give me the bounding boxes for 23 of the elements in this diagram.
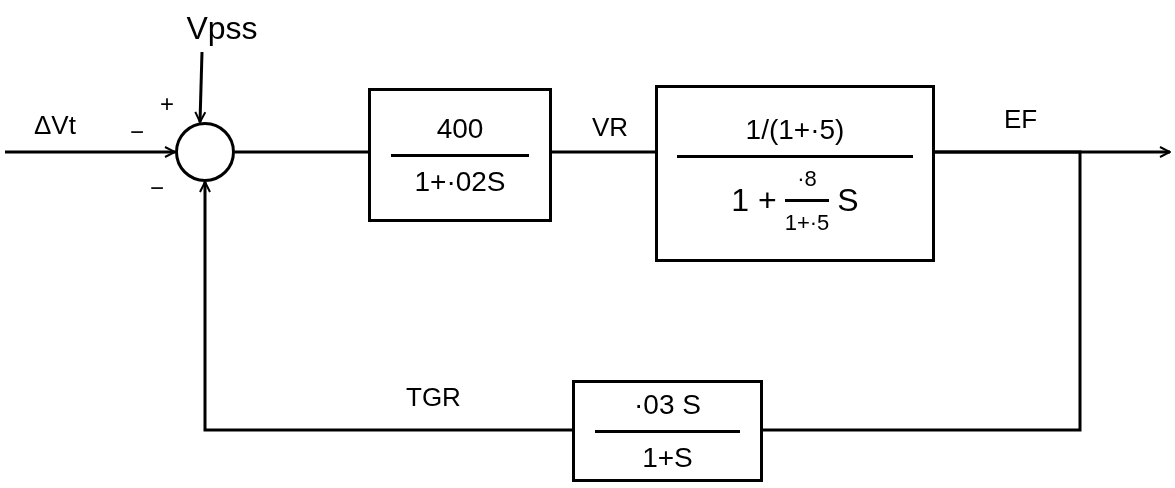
formula-text: 1+S <box>642 440 693 475</box>
transfer-function-block <box>572 380 763 482</box>
sign-label: − <box>130 120 144 144</box>
sign-label: + <box>160 92 174 116</box>
signal-line <box>235 150 368 154</box>
summing-junction <box>175 122 235 182</box>
formula-text: S <box>837 181 859 220</box>
signal-arrow <box>194 51 207 123</box>
signal-arrow <box>5 146 176 158</box>
signal-line <box>763 150 1082 432</box>
formula-text: 1+·02S <box>414 164 506 199</box>
formula-text: 1 + <box>731 181 777 220</box>
signal-arrow <box>199 181 572 432</box>
signal-line <box>552 150 655 154</box>
sign-label: − <box>150 176 164 200</box>
transfer-function-block <box>655 85 935 262</box>
formula-text: ·8 <box>797 164 817 193</box>
formula-text: 400 <box>436 111 484 146</box>
formula-text: 1/(1+·5) <box>745 112 845 147</box>
signal-label: Vpss <box>186 9 258 48</box>
formula-text: ·03 S <box>634 387 701 422</box>
formula-text: 1+·5 <box>784 208 830 237</box>
transfer-function-block <box>368 88 552 222</box>
